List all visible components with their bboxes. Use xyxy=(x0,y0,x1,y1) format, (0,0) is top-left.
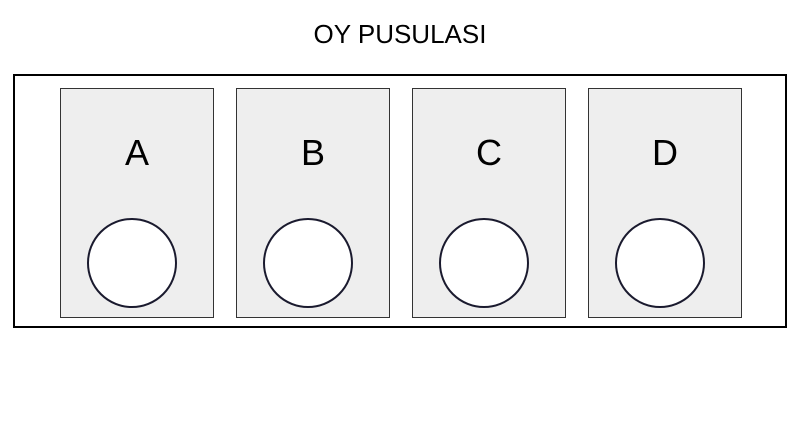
option-d[interactable]: D xyxy=(588,88,742,318)
option-b[interactable]: B xyxy=(236,88,390,318)
option-a[interactable]: A xyxy=(60,88,214,318)
option-letter-c: C xyxy=(476,132,502,173)
option-c[interactable]: C xyxy=(412,88,566,318)
vote-circle-d[interactable] xyxy=(615,218,705,308)
option-letter-b: B xyxy=(300,132,325,173)
option-letter-d: D xyxy=(652,132,678,173)
ballot-title: OY PUSULASI xyxy=(313,19,487,49)
vote-circle-c[interactable] xyxy=(439,218,529,308)
vote-circle-a[interactable] xyxy=(87,218,177,308)
ballot-frame: A B C D xyxy=(13,74,787,328)
option-letter-a: A xyxy=(124,132,149,173)
vote-circle-b[interactable] xyxy=(263,218,353,308)
